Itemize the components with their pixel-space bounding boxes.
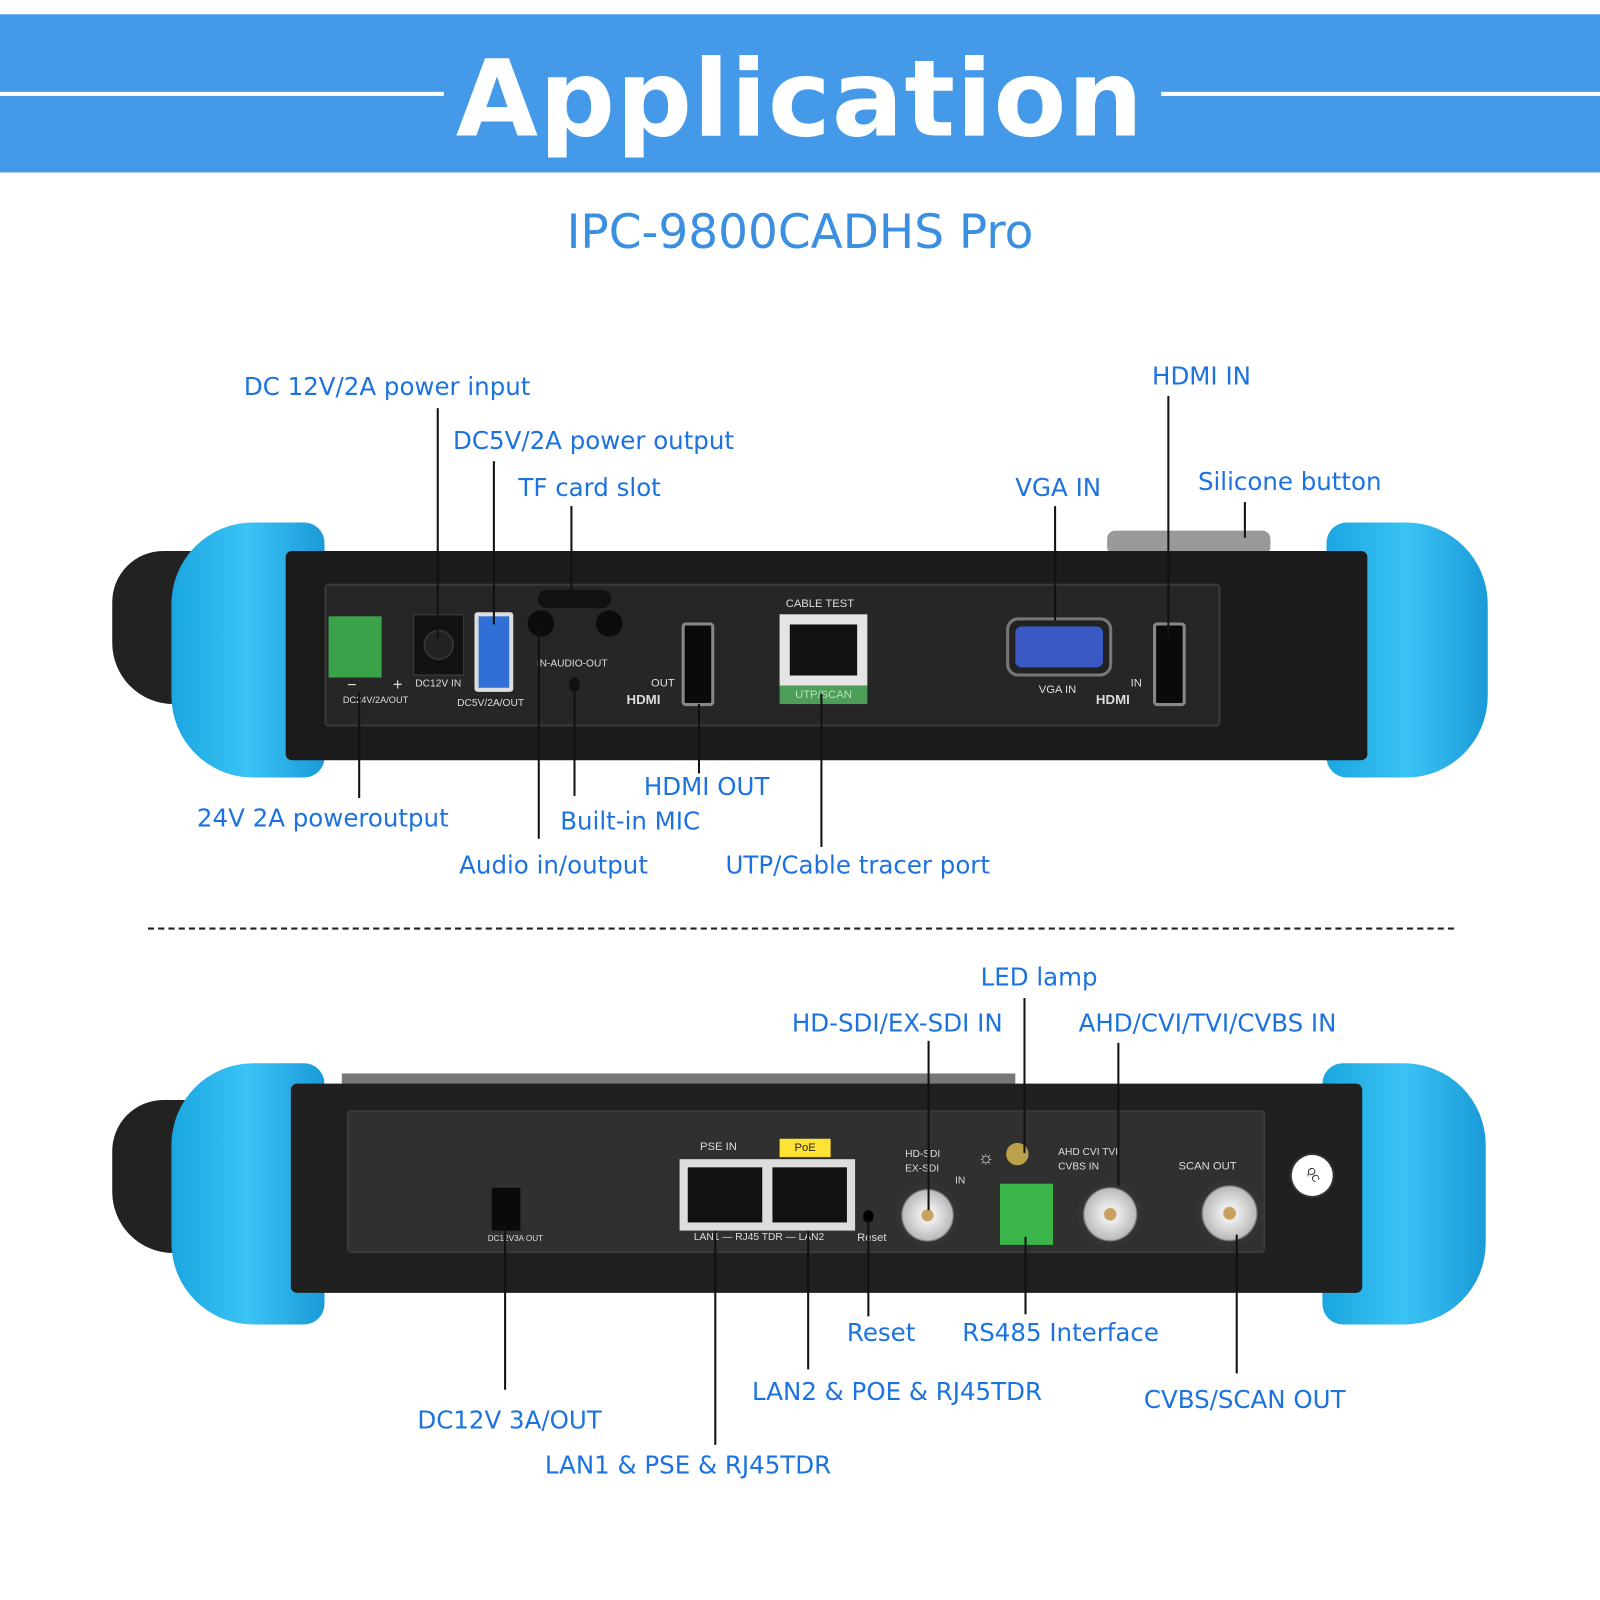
callout-utp: UTP/Cable tracer port — [725, 851, 990, 880]
exsdi-label: EX-SDI — [905, 1163, 940, 1175]
callout-audio: Audio in/output — [459, 851, 648, 880]
banner-rule-left — [0, 91, 444, 96]
reset-button[interactable] — [863, 1210, 874, 1223]
plus-label: + — [392, 676, 403, 694]
dc12-in-label: DC12V IN — [415, 678, 462, 690]
leader-line — [1243, 502, 1246, 538]
leader-line — [1117, 1042, 1120, 1186]
leader-line — [1024, 1236, 1027, 1315]
audio-in-jack — [527, 610, 555, 637]
leader-line — [927, 1040, 930, 1211]
led-icon: ☼ — [977, 1146, 995, 1168]
ahd-bnc — [1077, 1181, 1143, 1247]
hdmi-logo: HDMI — [626, 691, 661, 708]
callout-cvbs-out: CVBS/SCAN OUT — [1143, 1385, 1346, 1415]
reset-label: Reset — [857, 1231, 887, 1244]
hdmi-in-port — [1153, 622, 1186, 707]
vga-in-label: VGA IN — [1038, 683, 1077, 696]
scan-out-label: SCAN OUT — [1178, 1160, 1237, 1173]
header-banner: Application — [0, 14, 1600, 173]
in-label: IN — [955, 1175, 966, 1187]
callout-tf-card: TF card slot — [518, 473, 661, 503]
callout-lan2: LAN2 & POE & RJ45TDR — [752, 1377, 1042, 1407]
audio-label: IN-AUDIO-OUT — [536, 658, 608, 670]
callout-vga-in: VGA IN — [1015, 473, 1102, 503]
usb-port — [474, 612, 514, 692]
rs485-terminal — [999, 1183, 1054, 1245]
leader-line — [537, 627, 540, 839]
page-title: Application — [455, 36, 1145, 162]
hdmi-in-label: IN — [1130, 677, 1142, 690]
callout-hdmi-out: HDMI OUT — [643, 772, 770, 802]
mic-hole — [569, 677, 580, 692]
vga-port — [1006, 617, 1113, 677]
utp-port — [779, 614, 868, 686]
poe-badge: PoE — [779, 1138, 831, 1158]
hdmi-logo-in: HDMI — [1095, 691, 1130, 708]
leader-line — [573, 689, 576, 796]
leader-line — [867, 1220, 870, 1317]
audio-out-jack — [595, 610, 623, 637]
hdmi-out-label: OUT — [651, 677, 675, 690]
lan-label: LAN1 — RJ45 TDR — LAN2 — [693, 1231, 825, 1243]
section-divider — [147, 927, 1455, 930]
leader-line — [1235, 1234, 1238, 1374]
banner-rule-right — [1161, 91, 1600, 96]
callout-rs485: RS485 Interface — [962, 1318, 1159, 1347]
leader-line — [1023, 997, 1026, 1154]
callout-dc12v-out: DC12V 3A/OUT — [417, 1406, 602, 1435]
lan-ports — [679, 1159, 856, 1231]
leader-line — [436, 408, 439, 639]
dc12v-out-label: DC12V3A OUT — [487, 1233, 544, 1243]
cable-test-label: CABLE TEST — [785, 597, 855, 611]
leader-line — [820, 693, 823, 847]
leader-line — [492, 461, 495, 625]
terminal-block-24v — [328, 616, 382, 678]
minus-label: − — [346, 676, 357, 694]
led-lamp — [1006, 1142, 1029, 1166]
leader-line — [570, 506, 573, 600]
dc-in-jack — [413, 614, 465, 676]
leader-line — [714, 1230, 717, 1445]
callout-24v-output: 24V 2A poweroutput — [196, 804, 449, 833]
callout-dc5v-output: DC5V/2A power output — [453, 426, 734, 456]
dc5-label: DC5V/2A/OUT — [457, 697, 525, 710]
leader-line — [1054, 506, 1057, 621]
hdsdi-label: HD-SDI — [905, 1148, 941, 1161]
leader-line — [1167, 395, 1170, 639]
callout-hdmi-in: HDMI IN — [1152, 362, 1251, 391]
scan-out-bnc — [1195, 1179, 1264, 1247]
ahd-label: AHD CVI TVI — [1058, 1146, 1119, 1159]
cvbs-in-label: CVBS IN — [1058, 1161, 1099, 1173]
callout-reset: Reset — [846, 1318, 916, 1347]
callout-ahd-in: AHD/CVI/TVI/CVBS IN — [1078, 1009, 1337, 1038]
utp-scan-label: UTP/SCAN — [779, 685, 868, 705]
callout-led-lamp: LED lamp — [980, 963, 1098, 992]
tf-card-slot — [537, 589, 612, 609]
hdmi-out-port — [681, 622, 715, 707]
model-name: IPC-9800CADHS Pro — [566, 204, 1034, 260]
dc24-label: DC24V/2A/OUT — [342, 694, 409, 706]
leader-line — [504, 1224, 507, 1390]
leader-line — [807, 1230, 810, 1370]
callout-mic: Built-in MIC — [560, 807, 701, 836]
callout-dc12v-input: DC 12V/2A power input — [243, 372, 531, 402]
leader-line — [697, 704, 700, 774]
callout-sdi-in: HD-SDI/EX-SDI IN — [791, 1009, 1003, 1038]
callout-silicone-button: Silicone button — [1197, 467, 1382, 496]
pse-in-label: PSE IN — [699, 1140, 737, 1154]
leader-line — [358, 691, 361, 798]
dc12v-out-jack — [491, 1187, 521, 1231]
callout-lan1: LAN1 & PSE & RJ45TDR — [544, 1451, 832, 1480]
